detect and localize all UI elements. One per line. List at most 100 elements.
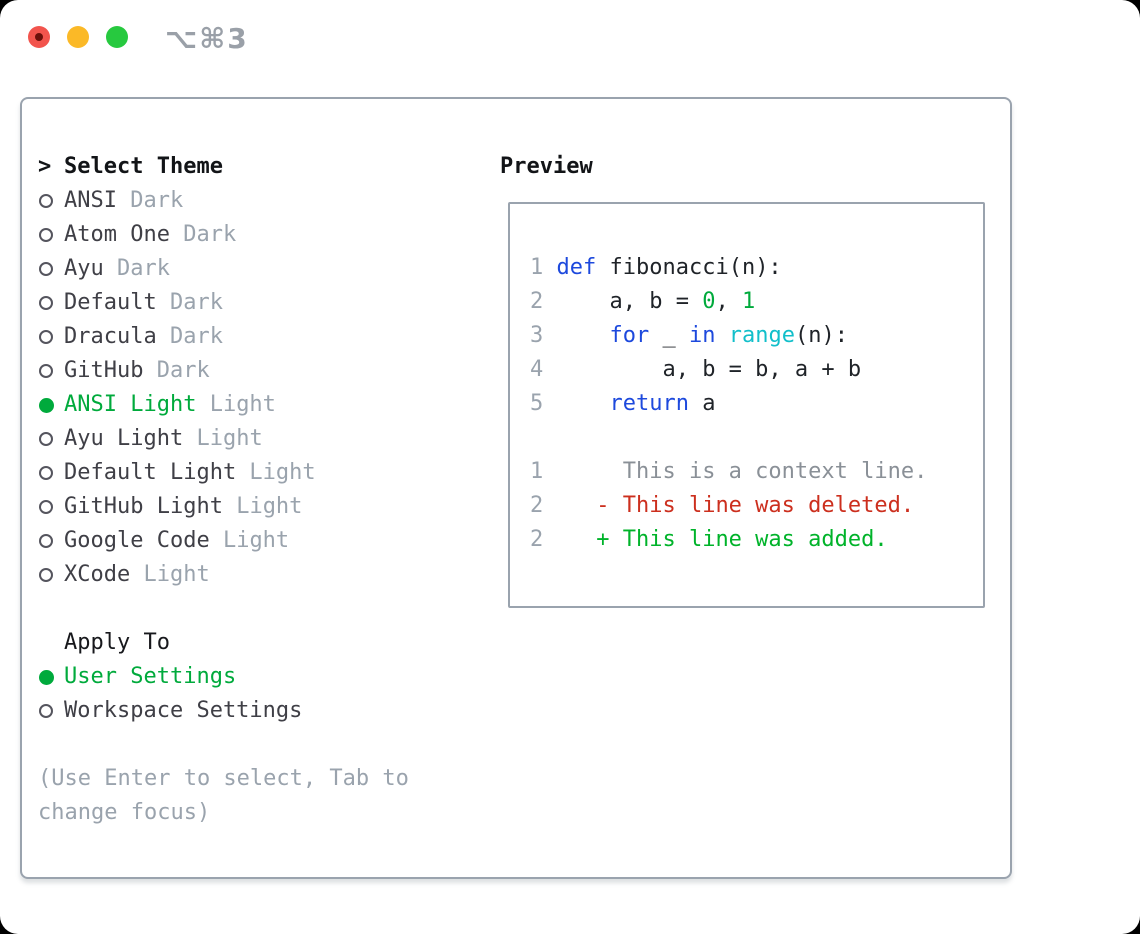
apply-option[interactable]: User Settings xyxy=(38,660,478,694)
code-token: 2 xyxy=(530,527,557,552)
help-text-line2: change focus) xyxy=(38,800,211,825)
radio-icon[interactable] xyxy=(38,524,64,558)
code-token: 1 xyxy=(530,459,557,484)
code-token: a, b = b, a + b xyxy=(556,357,862,382)
option-label: Default Light xyxy=(64,460,237,485)
theme-variant-label: Light xyxy=(236,460,316,485)
radio-icon[interactable] xyxy=(38,694,64,728)
theme-variant-label: Light xyxy=(222,494,303,519)
preview-header: Preview xyxy=(500,154,593,179)
code-token: 0 xyxy=(702,289,716,314)
code-token: 1 xyxy=(530,255,557,280)
apply-to-header-row: Apply To xyxy=(38,626,478,660)
code-line: 4 a, b = b, a + b xyxy=(530,353,983,387)
select-theme-header-row: > Select Theme xyxy=(38,150,478,184)
theme-option[interactable]: Google Code Light xyxy=(38,524,478,558)
code-line: 2 - This line was deleted. xyxy=(530,489,983,523)
code-token: 3 xyxy=(530,323,557,348)
code-token: , xyxy=(715,289,742,314)
theme-variant-label: Light xyxy=(209,528,290,553)
spacer xyxy=(38,728,478,762)
option-label: GitHub Light xyxy=(64,494,223,519)
option-label: Google Code xyxy=(64,528,210,553)
code-line: 1 This is a context line. xyxy=(530,455,983,489)
option-label: Atom One xyxy=(64,222,170,247)
theme-option[interactable]: Default Light Light xyxy=(38,456,478,490)
code-token: This is a context line. xyxy=(556,459,928,484)
focus-caret-icon: > xyxy=(38,154,52,179)
window-shortcut-label: ⌥⌘3 xyxy=(165,22,249,55)
option-label: ANSI xyxy=(64,188,117,213)
apply-to-header: Apply To xyxy=(64,630,170,655)
option-label: GitHub xyxy=(64,358,144,383)
radio-icon[interactable] xyxy=(38,422,64,456)
code-token xyxy=(557,323,610,348)
code-token: _ xyxy=(649,323,689,348)
option-label: User Settings xyxy=(64,664,237,689)
titlebar: ⌥⌘3 xyxy=(0,0,1140,74)
select-theme-header: Select Theme xyxy=(64,154,223,179)
theme-option[interactable]: Default Dark xyxy=(38,286,478,320)
code-token: 1 xyxy=(741,289,756,314)
theme-variant-label: Dark xyxy=(156,290,223,315)
theme-option[interactable]: Ayu Dark xyxy=(38,252,478,286)
radio-icon[interactable] xyxy=(38,456,64,490)
radio-icon[interactable] xyxy=(38,660,64,694)
theme-option[interactable]: ANSI Dark xyxy=(38,184,478,218)
code-token: (n): xyxy=(794,323,848,348)
option-label: Workspace Settings xyxy=(64,698,303,723)
theme-option[interactable]: Ayu Light Light xyxy=(38,422,478,456)
code-line: 1 def fibonacci(n): xyxy=(530,251,983,285)
theme-option[interactable]: Atom One Dark xyxy=(38,218,478,252)
radio-icon[interactable] xyxy=(38,490,64,524)
radio-icon[interactable] xyxy=(38,320,64,354)
theme-option[interactable]: GitHub Light Light xyxy=(38,490,478,524)
code-token: - This line was deleted. xyxy=(556,493,915,518)
code-line: 5 return a xyxy=(530,387,983,421)
code-token: + This line was added. xyxy=(556,527,888,552)
radio-icon[interactable] xyxy=(38,388,64,422)
theme-variant-label: Dark xyxy=(169,222,237,247)
theme-option[interactable]: GitHub Dark xyxy=(38,354,478,388)
radio-icon[interactable] xyxy=(38,218,64,252)
code-line xyxy=(530,421,983,455)
code-token xyxy=(715,323,728,348)
code-token: a xyxy=(688,391,716,416)
option-label: Ayu xyxy=(64,256,104,281)
radio-icon[interactable] xyxy=(38,558,64,592)
theme-variant-label: Light xyxy=(130,562,210,587)
apply-option[interactable]: Workspace Settings xyxy=(38,694,478,728)
radio-icon[interactable] xyxy=(38,252,64,286)
theme-variant-label: Dark xyxy=(156,324,223,349)
code-token: in xyxy=(688,323,716,348)
radio-icon[interactable] xyxy=(38,286,64,320)
code-line: 2 a, b = 0, 1 xyxy=(530,285,983,319)
theme-variant-label: Light xyxy=(183,426,263,451)
code-token xyxy=(557,391,610,416)
zoom-button-icon[interactable] xyxy=(106,26,128,48)
theme-option[interactable]: Dracula Dark xyxy=(38,320,478,354)
close-button-icon[interactable] xyxy=(28,26,50,48)
code-token: 5 xyxy=(530,391,557,416)
code-token: range xyxy=(728,323,795,348)
radio-icon[interactable] xyxy=(38,184,64,218)
theme-option[interactable]: XCode Light xyxy=(38,558,478,592)
theme-variant-label: Light xyxy=(196,392,276,417)
code-token: a, b = xyxy=(556,289,703,314)
option-label: Dracula xyxy=(64,324,157,349)
code-token: return xyxy=(609,391,689,416)
help-text-line1: (Use Enter to select, Tab to xyxy=(38,766,409,791)
theme-variant-label: Dark xyxy=(116,188,184,213)
code-token: 2 xyxy=(530,493,557,518)
code-token: fibonacci(n): xyxy=(596,255,782,280)
minimize-button-icon[interactable] xyxy=(67,26,89,48)
theme-option[interactable]: ANSI Light Light xyxy=(38,388,478,422)
option-label: Ayu Light xyxy=(64,426,184,451)
code-token: def xyxy=(556,255,597,280)
radio-icon[interactable] xyxy=(38,354,64,388)
